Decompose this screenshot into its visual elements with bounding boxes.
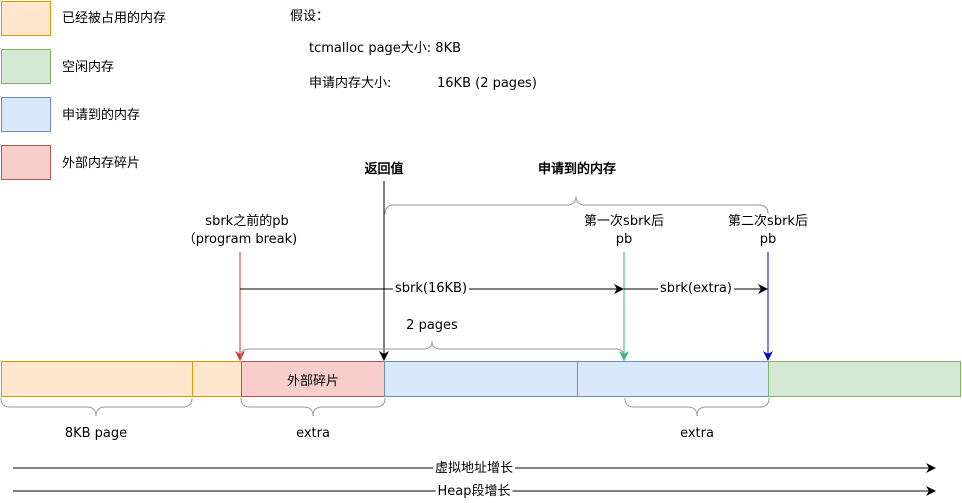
label-pb-before-2: （program break) [182, 232, 298, 247]
legend-label-fragment: 外部内存碎片 [62, 156, 141, 171]
legend-label-occupied: 已经被占用的内存 [62, 11, 167, 26]
assumption-page-size: tcmalloc page大小: 8KB [309, 41, 462, 56]
label-first-sbrk-2: pb [615, 232, 633, 247]
assumption-title: 假设： [290, 9, 330, 24]
label-virtual-address: 虚拟地址增长 [432, 461, 516, 477]
brace-two-pages [240, 340, 625, 358]
assumption-request-value: 16KB (2 pages) [437, 76, 537, 91]
assumption-request-label: 申请内存大小: [309, 76, 392, 91]
legend-swatch-free [1, 49, 51, 84]
label-pb-before-1: sbrk之前的pb [205, 214, 289, 229]
label-second-sbrk-2: pb [759, 232, 777, 247]
brace-8kb-page [0, 397, 193, 417]
legend-swatch-allocated [1, 97, 51, 132]
brace-extra-left [240, 397, 386, 417]
label-8kb-page: 8KB page [64, 426, 128, 441]
label-second-sbrk-1: 第二次sbrk后 [728, 214, 808, 229]
label-sbrk-16kb: sbrk(16KB) [392, 281, 470, 297]
legend-label-free: 空闲内存 [62, 60, 115, 75]
legend-swatch-occupied [1, 1, 51, 36]
segment-occupied-page [1, 361, 194, 397]
label-return-value: 返回值 [364, 162, 404, 177]
segment-occupied-tail [192, 361, 242, 397]
legend-swatch-fragment [1, 145, 51, 180]
label-sbrk-extra: sbrk(extra) [658, 281, 734, 297]
segment-fragment-label: 外部碎片 [286, 373, 339, 389]
label-extra-right: extra [680, 426, 714, 441]
label-two-pages: 2 pages [406, 318, 458, 333]
segment-allocated-2 [577, 361, 769, 397]
segment-free [768, 361, 961, 397]
label-first-sbrk-1: 第一次sbrk后 [584, 214, 664, 229]
brace-extra-right [624, 397, 770, 417]
segment-allocated-1 [384, 361, 578, 397]
segment-fragment: 外部碎片 [241, 361, 385, 397]
brace-allocated [384, 195, 769, 215]
label-allocated-memory: 申请到的内存 [537, 162, 617, 177]
legend-label-allocated: 申请到的内存 [62, 108, 141, 123]
label-extra-left: extra [296, 426, 330, 441]
label-heap-growth: Heap段增长 [435, 484, 513, 500]
